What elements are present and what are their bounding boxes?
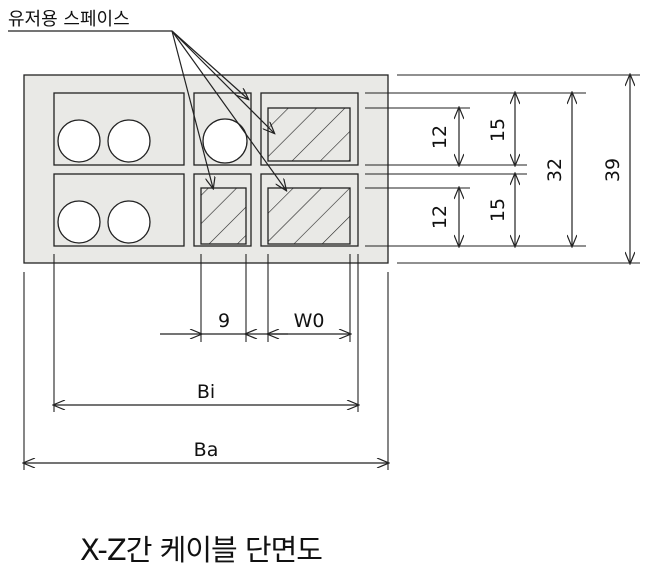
compartment-top-left bbox=[53, 92, 185, 166]
compartment-top-mid bbox=[193, 92, 252, 166]
user-space-bottom-right bbox=[267, 187, 351, 245]
diagram-caption: X-Z간 케이블 단면도 bbox=[80, 533, 323, 567]
dim-cable-height-bottom: 15 bbox=[487, 198, 509, 222]
dim-inner-width: Bi bbox=[197, 381, 215, 403]
user-space-top-right bbox=[267, 107, 351, 162]
cable-circle bbox=[107, 200, 151, 244]
extension-lines-bottom bbox=[23, 254, 389, 470]
cable-circle bbox=[57, 200, 101, 244]
dim-col-width-w0: W0 bbox=[294, 310, 325, 332]
dim-col-width-9: 9 bbox=[218, 310, 230, 332]
callout-label: 유저용 스페이스 bbox=[8, 9, 130, 30]
vertical-dimension-lines bbox=[459, 75, 630, 263]
compartment-bottom-left bbox=[53, 173, 185, 247]
dim-duct-height-bottom: 12 bbox=[429, 205, 451, 229]
dim-duct-height-top: 12 bbox=[429, 125, 451, 149]
extension-lines-right bbox=[365, 74, 640, 264]
dim-cable-height-top: 15 bbox=[487, 118, 509, 142]
user-space-bottom-mid bbox=[200, 187, 247, 245]
cable-circle bbox=[107, 119, 151, 163]
horizontal-dimension-lines bbox=[24, 334, 388, 463]
compartment-bottom-right bbox=[260, 173, 359, 247]
compartment-top-right bbox=[260, 92, 359, 166]
cable-circle bbox=[202, 118, 248, 164]
cross-section-diagram: 유저용 스페이스 12 15 12 15 32 39 bbox=[8, 9, 640, 470]
compartment-bottom-mid bbox=[193, 173, 252, 247]
dim-outer-height: 39 bbox=[602, 158, 624, 182]
callout-leaders bbox=[171, 30, 286, 190]
cable-circle bbox=[57, 119, 101, 163]
dim-inner-height: 32 bbox=[544, 158, 566, 182]
dim-outer-width: Ba bbox=[194, 439, 219, 461]
